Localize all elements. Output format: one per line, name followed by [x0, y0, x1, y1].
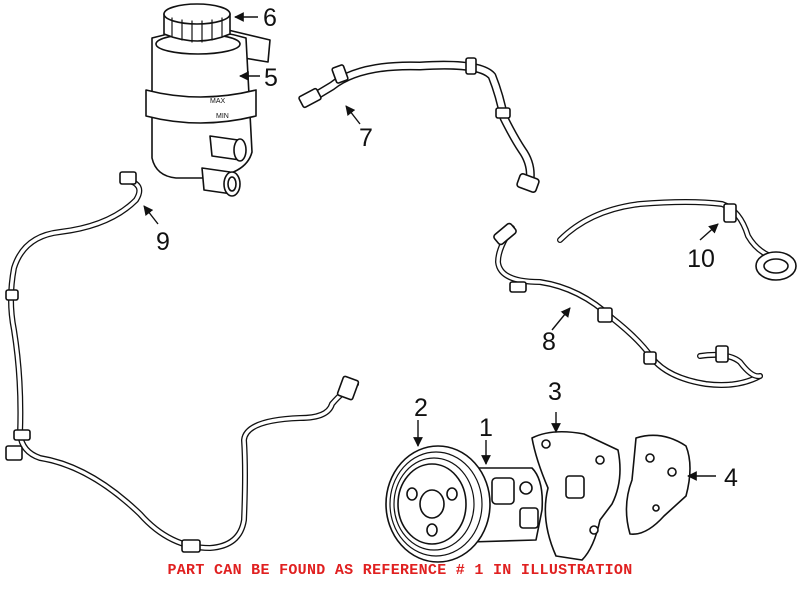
- bracket-3: [531, 430, 621, 561]
- callout-2: 2: [414, 394, 428, 422]
- bracket-4: [625, 434, 691, 535]
- hose-10: [557, 199, 797, 281]
- callout-7: 7: [359, 124, 373, 152]
- hose-7: [298, 57, 540, 193]
- reservoir-min-mark: MIN: [216, 113, 229, 120]
- callout-8: 8: [542, 328, 556, 356]
- callout-5: 5: [264, 64, 278, 92]
- callout-9: 9: [156, 228, 170, 256]
- reservoir-max-mark: MAX: [210, 98, 226, 105]
- line-8: [493, 222, 763, 388]
- callout-3: 3: [548, 378, 562, 406]
- pulley-2: [385, 445, 491, 563]
- line-9: [5, 171, 360, 553]
- callout-1: 1: [479, 414, 493, 442]
- callout-numbers: 1 2 3 4 5 6 7 8 9 10: [156, 4, 738, 492]
- callout-10: 10: [687, 245, 715, 273]
- reservoir-assembly: MAX MIN: [145, 3, 271, 197]
- callout-6: 6: [263, 4, 277, 32]
- leader-lines: [143, 12, 719, 481]
- reference-note: PART CAN BE FOUND AS REFERENCE # 1 IN IL…: [167, 562, 633, 579]
- callout-4: 4: [724, 464, 738, 492]
